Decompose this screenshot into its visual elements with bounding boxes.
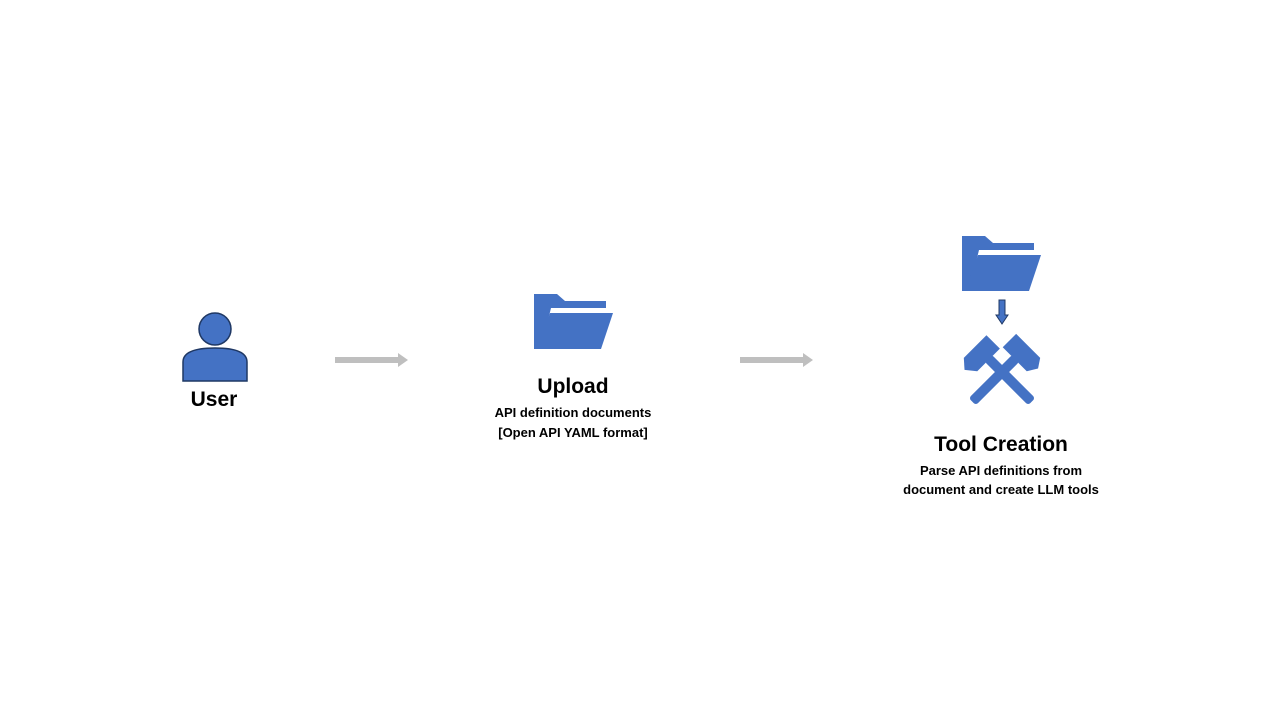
arrow-down-icon: [995, 299, 1009, 325]
upload-title: Upload: [537, 375, 609, 398]
tool-creation-desc-line2: document and create LLM tools: [903, 482, 1099, 497]
folder-icon: [534, 294, 613, 349]
folder-icon: [962, 236, 1041, 291]
upload-desc-line1: API definition documents: [494, 405, 652, 420]
user-title: User: [190, 388, 238, 411]
tool-creation-title: Tool Creation: [934, 433, 1068, 456]
tool-creation-node: Tool Creation Parse API definitions from…: [881, 230, 1121, 510]
arrow-right-icon: [335, 353, 408, 367]
user-node: User: [150, 300, 278, 420]
upload-desc-line2: [Open API YAML format]: [498, 425, 648, 440]
tool-creation-desc-line1: Parse API definitions from: [919, 463, 1083, 478]
upload-node: Upload API definition documents [Open AP…: [473, 290, 673, 450]
hammers-icon: [963, 333, 1041, 404]
user-icon: [182, 312, 248, 382]
arrow-right-icon: [740, 353, 813, 367]
